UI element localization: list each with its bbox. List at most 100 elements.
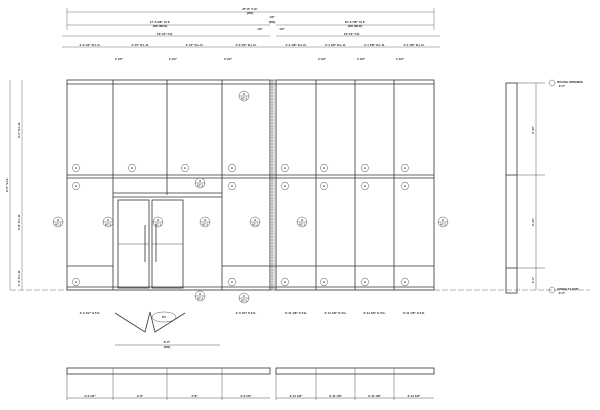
hexagon-icon — [319, 164, 329, 172]
glass-tag-label: A — [184, 166, 187, 170]
mullion-dim: 2 1/2" — [396, 57, 405, 61]
glass-type-tag: A — [400, 164, 410, 172]
glass-tag-label: A — [404, 280, 407, 284]
detail-sheet: A7.1 — [241, 97, 248, 101]
detail-sheet: A7.1 — [105, 223, 112, 227]
hexagon-icon — [280, 278, 290, 286]
bottom-dim: 3'-11 1/8" S.T.G. — [403, 311, 425, 315]
glass-type-tag: A — [280, 164, 290, 172]
glass-tag-label: A — [75, 166, 78, 170]
height-low: 1'-2" D.L.O. — [17, 270, 21, 286]
detail-callout: 3A7.1 — [194, 290, 206, 302]
hexagon-icon — [71, 164, 81, 172]
hexagon-icon — [71, 278, 81, 286]
hexagon-icon — [400, 278, 410, 286]
left-section-sub: [RO INFO] — [153, 24, 168, 28]
detail-sheet: A7.1 — [197, 297, 204, 301]
glass-type-tag: A — [319, 182, 329, 190]
detail-number: 3 — [243, 294, 245, 298]
mullion-dim: 2 1/2" — [115, 57, 124, 61]
detail-number: 3 — [199, 292, 201, 296]
detail-sheet: A7.1 — [202, 223, 209, 227]
double-door[interactable] — [117, 199, 184, 289]
detail-number: 3 — [57, 218, 59, 222]
detail-sheet: A7.1 — [252, 223, 259, 227]
bay-dim: 4'-1 1/8" D.L.O. — [364, 43, 385, 47]
bay-dim: 4'-0 1/2" D.L.O. — [79, 43, 100, 47]
door-width: 6'-0" — [164, 340, 171, 344]
hexagon-icon — [180, 164, 190, 172]
finish-floor-label: FINISH FLOOR — [557, 287, 579, 291]
glass-tag-label: A — [284, 166, 287, 170]
side-height-2: 3'-10" — [531, 217, 535, 226]
glass-type-tag: A — [400, 278, 410, 286]
detail-number: 3 — [107, 218, 109, 222]
detail-number: 3 — [243, 92, 245, 96]
joint-right: 1/4" — [279, 27, 285, 31]
plan-dim: 3'-11 1/8" — [290, 394, 304, 398]
mullion-dim: 2 1/2" — [169, 57, 178, 61]
bay-dim: 4'-1 1/8" D.L.O. — [285, 43, 306, 47]
hexagon-icon — [319, 278, 329, 286]
side-height-1: 3'-10" — [531, 125, 535, 134]
hexagon-icon — [400, 182, 410, 190]
glass-tag-label: A — [323, 166, 326, 170]
detail-number: 3 — [301, 218, 303, 222]
glass-tag-label: A — [323, 184, 326, 188]
glass-tag-label: A — [364, 280, 367, 284]
glass-type-tag: A — [360, 278, 370, 286]
hexagon-icon — [127, 164, 137, 172]
side-height-3: 1'-2" — [531, 276, 535, 283]
bottom-dim: 3'-11 1/8" S.T.G. — [363, 311, 385, 315]
detail-number: 3 — [254, 218, 256, 222]
detail-sheet: A7.1 — [55, 223, 62, 227]
detail-sheet: A7.1 — [197, 184, 204, 188]
plan-dim: 3'-11 1/8" — [329, 394, 343, 398]
bay-dim: 4'-0 1/2" D.L.O. — [235, 43, 256, 47]
glass-tag-label: A — [284, 280, 287, 284]
detail-callout: 3A7.1 — [437, 216, 449, 228]
detail-callout: 3A7.1 — [249, 216, 261, 228]
bottom-dim: 4'-0 1/2" S.T.G. — [236, 311, 257, 315]
hexagon-icon — [319, 182, 329, 190]
glass-tag-label: A — [131, 166, 134, 170]
joint-left: 1/4" — [257, 27, 263, 31]
finish-floor-value: 0'-0" — [559, 291, 566, 295]
left-dlo: 16'-10" F.O. — [157, 32, 173, 36]
hexagon-icon — [360, 164, 370, 172]
glass-type-tag: A — [227, 278, 237, 286]
detail-sheet: A7.1 — [440, 223, 447, 227]
bay-dim: 4'-10" D.L.O. — [131, 43, 149, 47]
plan-dim: 4'-8" — [137, 394, 144, 398]
level-marker-icon — [548, 79, 556, 87]
detail-number: 3 — [204, 218, 206, 222]
detail-callout: 3A7.1 — [296, 216, 308, 228]
detail-number: 3 — [442, 218, 444, 222]
glass-type-tag: A — [227, 182, 237, 190]
detail-callout: 3A7.1 — [102, 216, 114, 228]
mullion-dim: 2 1/2" — [357, 57, 366, 61]
glass-type-tag: A — [280, 278, 290, 286]
glass-type-tag: A — [71, 182, 81, 190]
glass-type-tag: A — [360, 182, 370, 190]
gap-sub: [RO] — [269, 20, 276, 24]
hexagon-icon — [360, 182, 370, 190]
door-swing-plan: D1 6'-0" [DO] — [114, 311, 220, 349]
glass-type-tag: A — [360, 164, 370, 172]
detail-callout: 3A7.1 — [152, 216, 164, 228]
detail-number: 3 — [157, 218, 159, 222]
height-upper: 4'-0" D.L.O. — [17, 122, 21, 138]
plan-dim: 3'-11 1/8" — [408, 394, 422, 398]
glass-type-tag: A — [400, 182, 410, 190]
hexagon-icon — [71, 182, 81, 190]
bottom-dim: 4'-0 1/2" S.T.G. — [80, 311, 101, 315]
plan-section-strip: 4'-0 1/2"4'-8"4'-8"4'-0 1/2"3'-11 1/8"3'… — [66, 367, 435, 400]
height-dimensions: 9'-0" V.I.F. 4'-0" D.L.O. 3'-8" D.L.O. 1… — [5, 80, 23, 290]
hexagon-icon — [280, 164, 290, 172]
hexagon-icon — [360, 278, 370, 286]
glass-type-tag: A — [319, 278, 329, 286]
bay-dim: 4'-10" D.L.O. — [186, 43, 204, 47]
door-tag: D1 — [162, 315, 166, 319]
right-section-sub: [RO INFO] — [348, 24, 363, 28]
hexagon-icon — [227, 278, 237, 286]
